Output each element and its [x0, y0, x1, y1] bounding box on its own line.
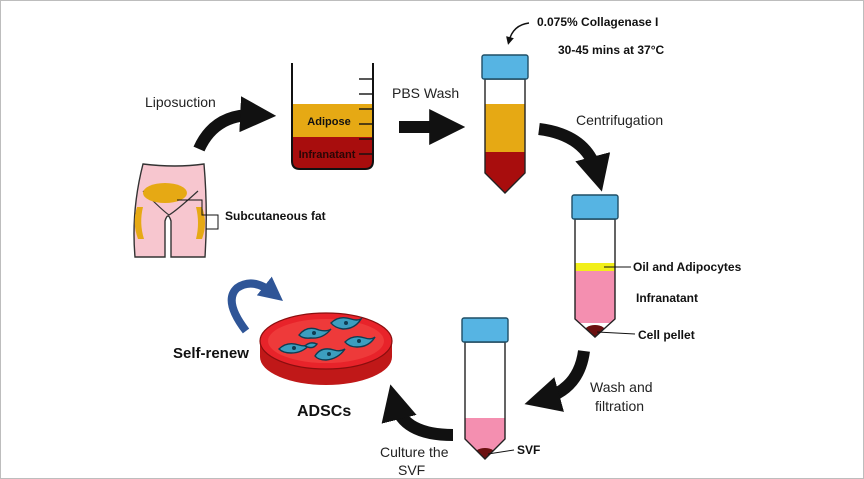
body-silhouette-icon — [133, 163, 219, 258]
wash-filtration-label-line2: filtration — [595, 398, 644, 414]
left-flank-fat — [134, 207, 144, 239]
pbs-wash-label: PBS Wash — [392, 85, 459, 101]
infranatant-label: Infranatant — [636, 291, 698, 305]
petri-dish-icon — [259, 312, 393, 385]
liposuction-label: Liposuction — [145, 94, 216, 110]
liposuction-arrow-icon — [193, 96, 277, 152]
culture-label-line2: SVF — [398, 462, 425, 478]
collagenase-label: 0.075% Collagenase I — [537, 15, 658, 29]
centrifugation-arrow-icon — [538, 123, 611, 192]
adipose-layer-label: Adipose — [307, 116, 350, 128]
centrifuge-tube-icon — [571, 194, 619, 338]
centrifugation-label: Centrifugation — [576, 112, 663, 128]
incubation-label: 30-45 mins at 37°C — [558, 43, 665, 57]
tube-cap — [571, 194, 619, 220]
oil-adipocytes-label: Oil and Adipocytes — [633, 260, 742, 274]
svf-label: SVF — [517, 443, 540, 457]
cell-pellet-label: Cell pellet — [638, 328, 695, 342]
culture-arrow-icon — [381, 384, 454, 441]
collagenase-pointer-icon — [506, 22, 530, 45]
tube-cap — [461, 317, 509, 343]
centrifuge-tube-icon — [461, 317, 509, 460]
subcutaneous-fat-label: Subcutaneous fat — [225, 209, 326, 223]
adscs-label: ADSCs — [297, 403, 351, 420]
centrifuge-tube-icon — [481, 54, 529, 194]
self-renew-label: Self-renew — [173, 345, 249, 362]
culture-label-line1: Culture the — [380, 444, 449, 460]
beaker-icon — [291, 63, 374, 170]
abdominal-fat — [143, 183, 187, 203]
wash-filtration-label-line1: Wash and — [590, 379, 653, 395]
wash-filtration-arrow-icon — [524, 349, 590, 412]
tube-cap — [481, 54, 529, 80]
infranatant-beaker-label: Infranatant — [299, 149, 356, 161]
self-renew-arrow-icon — [227, 276, 283, 334]
